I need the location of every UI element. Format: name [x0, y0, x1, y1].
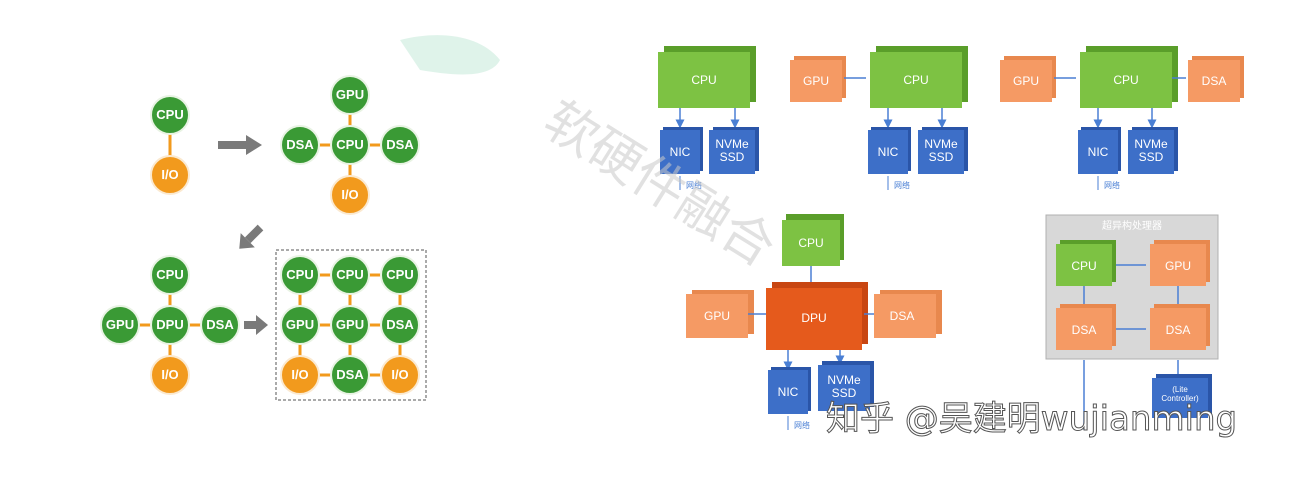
node-cpu: CPU [336, 137, 363, 152]
grid-node: CPU [336, 267, 363, 282]
box-cpu: CPU [903, 73, 928, 87]
grid-node: DSA [336, 367, 364, 382]
node-gpu: GPU [336, 87, 364, 102]
box-dsa: DSA [1166, 323, 1191, 337]
ssd-line2: SSD [1139, 150, 1164, 164]
box-nic: NIC [878, 145, 899, 159]
box-cpu: CPU [798, 236, 823, 250]
cluster-a: CPU I/O [150, 95, 190, 195]
box-dsa: DSA [1072, 323, 1097, 337]
credit-watermark: 知乎 @吴建明wujianming [826, 399, 1237, 439]
ssd-line1: NVMe [924, 137, 958, 151]
processor-title: 超异构处理器 [1102, 219, 1162, 232]
box-nic: NIC [1088, 145, 1109, 159]
net-label: 网络 [894, 180, 910, 190]
net-label: 网络 [1104, 180, 1120, 190]
diagonal-watermark: 软硬件融合 [533, 90, 785, 279]
node-io: I/O [161, 367, 178, 382]
box-cpu: CPU [1071, 259, 1096, 273]
box-gpu: GPU [1165, 259, 1191, 273]
box-nic: NIC [670, 145, 691, 159]
watermark-blob [400, 35, 500, 75]
node-gpu: GPU [106, 317, 134, 332]
grid-node: DSA [386, 317, 414, 332]
arrow-right-icon [244, 315, 268, 335]
node-cpu: CPU [156, 107, 183, 122]
grid-node: CPU [286, 267, 313, 282]
grid-node: CPU [386, 267, 413, 282]
arrow-down-left-icon [239, 224, 264, 249]
grid-node: I/O [391, 367, 408, 382]
box-gpu: GPU [704, 309, 730, 323]
box-nic: NIC [778, 385, 799, 399]
box-cpu: CPU [691, 73, 716, 87]
node-dpu: DPU [156, 317, 183, 332]
node-cpu: CPU [156, 267, 183, 282]
grid-node: I/O [291, 367, 308, 382]
node-io: I/O [161, 167, 178, 182]
node-grid: CPU CPU CPU GPU GPU DSA I/O DSA I/O [275, 249, 427, 401]
box-dpu: DPU [801, 311, 826, 325]
box-gpu: GPU [803, 74, 829, 88]
net-label: 网络 [794, 420, 810, 430]
ssd-line2: SSD [720, 150, 745, 164]
cluster-c: CPU GPU DPU DSA I/O [100, 255, 240, 395]
arrow-right-icon [218, 135, 262, 155]
box-cpu: CPU [1113, 73, 1138, 87]
ctrl-line1: (Lite [1172, 385, 1188, 394]
box-gpu: GPU [1013, 74, 1039, 88]
box-dsa: DSA [890, 309, 915, 323]
ctrl-line2: Controller) [1161, 394, 1199, 403]
node-dsa-right: DSA [386, 137, 414, 152]
box-dsa: DSA [1202, 74, 1227, 88]
ssd-line2: SSD [832, 386, 857, 400]
node-io: I/O [341, 187, 358, 202]
ssd-line2: SSD [929, 150, 954, 164]
grid-node: GPU [336, 317, 364, 332]
cluster-b: GPU DSA CPU DSA I/O [280, 75, 420, 215]
net-label: 网络 [686, 180, 702, 190]
ssd-line1: NVMe [827, 373, 861, 387]
node-dsa: DSA [206, 317, 234, 332]
node-dsa-left: DSA [286, 137, 314, 152]
ssd-line1: NVMe [715, 137, 749, 151]
ssd-line1: NVMe [1134, 137, 1168, 151]
grid-node: GPU [286, 317, 314, 332]
